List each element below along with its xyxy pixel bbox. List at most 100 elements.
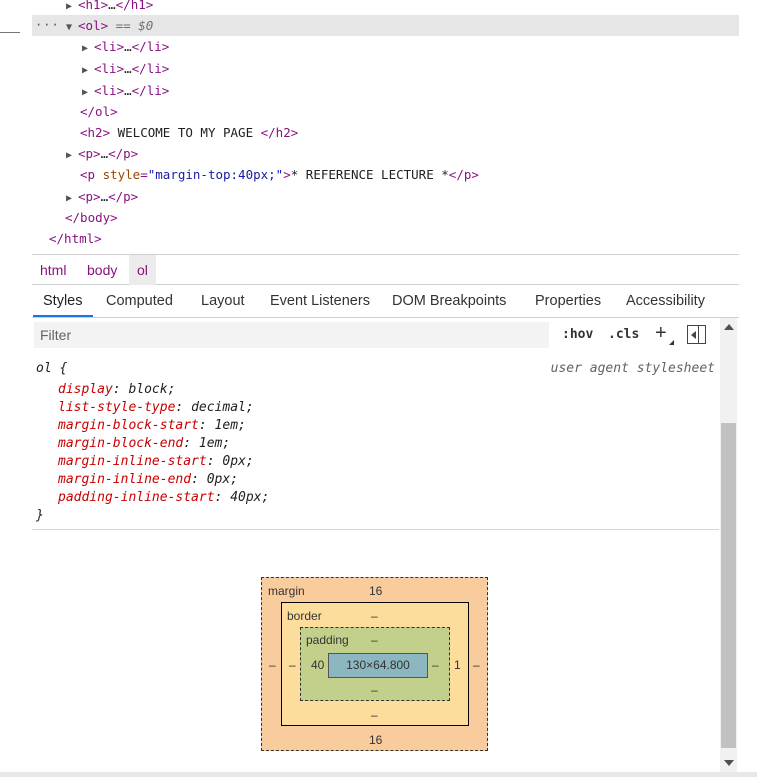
tab-event-listeners[interactable]: Event Listeners	[270, 293, 370, 309]
tag-close: </p>	[448, 167, 479, 182]
tag-close: </li>	[131, 61, 170, 76]
collapsed-ellipsis: …	[108, 0, 116, 12]
css-declaration[interactable]: margin-inline-start: 0px;	[58, 454, 254, 469]
margin-bottom-value[interactable]: 16	[369, 733, 383, 747]
collapse-arrow-icon[interactable]: ▼	[66, 22, 73, 33]
margin-right-value[interactable]: –	[473, 658, 480, 672]
border-right-value[interactable]: 1	[454, 658, 461, 672]
sidebar-tabs: Styles Computed Layout Event Listeners D…	[32, 286, 739, 318]
border-left-value[interactable]: –	[289, 658, 296, 672]
margin-top-value[interactable]: 16	[369, 584, 383, 598]
tab-dom-breakpoints[interactable]: DOM Breakpoints	[392, 293, 507, 309]
tree-node-li[interactable]: ▶<li>…</li>	[82, 58, 169, 79]
tag-open: <ol>	[78, 18, 109, 33]
scrollbar-thumb[interactable]	[721, 423, 736, 748]
tree-node-p[interactable]: ▶<p>…</p>	[66, 143, 138, 164]
tree-node-ol-close[interactable]: </ol>	[80, 101, 118, 122]
tab-styles[interactable]: Styles	[33, 286, 93, 317]
class-toggle-button[interactable]: .cls	[608, 327, 640, 342]
add-rule-button[interactable]: +	[655, 322, 667, 344]
tree-node-h1[interactable]: ▶<h1>…</h1>	[66, 0, 153, 15]
breadcrumb: html body ol	[32, 254, 739, 285]
box-model-content[interactable]: 130×64.800	[328, 653, 428, 678]
css-property[interactable]: margin-block-start	[58, 418, 199, 433]
tree-node-body-close[interactable]: </body>	[65, 207, 118, 228]
attribute-equals: =	[140, 167, 148, 182]
tree-node-li[interactable]: ▶<li>…</li>	[82, 80, 169, 101]
css-value[interactable]: decimal;	[191, 400, 254, 415]
css-property[interactable]: list-style-type	[58, 400, 176, 415]
css-value[interactable]: 0px;	[206, 472, 239, 487]
breadcrumb-ol[interactable]: ol	[129, 255, 156, 285]
expand-arrow-icon[interactable]: ▶	[66, 150, 73, 161]
tag-open: <p	[80, 167, 103, 182]
collapsed-ellipsis: …	[124, 83, 132, 98]
toggle-sidebar-icon[interactable]	[687, 325, 706, 344]
tag-close: </body>	[65, 210, 118, 225]
tag-close: </html>	[49, 231, 102, 246]
expand-arrow-icon[interactable]: ▶	[82, 87, 89, 98]
expand-arrow-icon[interactable]: ▶	[82, 43, 89, 54]
tree-node-h2[interactable]: <h2> WELCOME TO MY PAGE </h2>	[80, 122, 298, 143]
expand-arrow-icon[interactable]: ▶	[66, 1, 73, 12]
css-value[interactable]: block;	[128, 382, 176, 397]
css-property[interactable]: margin-inline-start	[58, 454, 207, 469]
attribute-value[interactable]: "margin-top:40px;"	[147, 167, 284, 182]
css-value[interactable]: 1em;	[214, 418, 246, 433]
gutter-marker	[0, 32, 20, 33]
tag-open: <li>	[94, 39, 125, 54]
tree-node-ol-selected[interactable]: ··· ▼<ol> == $0	[32, 15, 739, 36]
tab-layout[interactable]: Layout	[201, 293, 245, 309]
margin-left-value[interactable]: –	[269, 658, 276, 672]
filter-input[interactable]	[34, 322, 549, 348]
css-property[interactable]: padding-inline-start	[58, 490, 215, 505]
css-declaration[interactable]: padding-inline-start: 40px;	[58, 490, 270, 505]
css-property[interactable]: display	[58, 382, 113, 397]
tag-open: <p>	[78, 189, 101, 204]
tree-node-p[interactable]: ▶<p>…</p>	[66, 186, 138, 207]
expand-arrow-icon[interactable]: ▶	[82, 65, 89, 76]
tree-node-li[interactable]: ▶<li>…</li>	[82, 36, 169, 57]
css-declaration[interactable]: display: block;	[58, 382, 176, 397]
attribute-name[interactable]: style	[102, 167, 141, 182]
bottom-edge	[0, 772, 757, 777]
tag-close: </p>	[108, 189, 139, 204]
add-rule-dropdown-icon[interactable]	[669, 340, 674, 345]
css-declaration[interactable]: margin-inline-end: 0px;	[58, 472, 239, 487]
breadcrumb-html[interactable]: html	[40, 262, 67, 278]
border-bottom-value[interactable]: –	[371, 708, 378, 722]
tag-open-end: >	[283, 167, 291, 182]
more-options-icon[interactable]: ···	[35, 18, 60, 32]
css-value[interactable]: 0px;	[222, 454, 254, 469]
css-property[interactable]: margin-block-end	[58, 436, 184, 451]
scroll-up-arrow-icon[interactable]	[724, 324, 734, 330]
collapsed-ellipsis: …	[100, 146, 109, 161]
tab-computed[interactable]: Computed	[106, 293, 173, 309]
tree-node-html-close[interactable]: </html>	[49, 228, 102, 249]
collapsed-ellipsis: …	[124, 39, 132, 54]
tree-node-p-styled[interactable]: <p style="margin-top:40px;">* REFERENCE …	[80, 164, 479, 185]
padding-top-value[interactable]: –	[371, 633, 378, 647]
css-declaration[interactable]: list-style-type: decimal;	[58, 400, 254, 415]
css-value[interactable]: 1em;	[198, 436, 231, 451]
css-declaration[interactable]: margin-block-end: 1em;	[58, 436, 231, 451]
css-value[interactable]: 40px;	[230, 490, 270, 505]
hover-state-button[interactable]: :hov	[562, 327, 594, 342]
tag-open: <li>	[94, 61, 125, 76]
padding-left-value[interactable]: 40	[311, 658, 325, 672]
padding-bottom-value[interactable]: –	[371, 683, 378, 697]
breadcrumb-body[interactable]: body	[87, 262, 118, 278]
rule-selector[interactable]: ol {	[36, 361, 68, 376]
tag-open: <p>	[78, 146, 101, 161]
tag-open: <h1>	[78, 0, 109, 12]
css-declaration[interactable]: margin-block-start: 1em;	[58, 418, 246, 433]
css-property[interactable]: margin-inline-end	[58, 472, 192, 487]
tab-properties[interactable]: Properties	[535, 293, 602, 309]
tag-close: </li>	[131, 83, 170, 98]
padding-right-value[interactable]: –	[432, 658, 439, 672]
tab-accessibility[interactable]: Accessibility	[626, 293, 705, 309]
scroll-down-arrow-icon[interactable]	[724, 760, 734, 766]
node-text: * REFERENCE LECTURE *	[290, 167, 449, 182]
expand-arrow-icon[interactable]: ▶	[66, 193, 73, 204]
border-top-value[interactable]: –	[371, 609, 378, 623]
